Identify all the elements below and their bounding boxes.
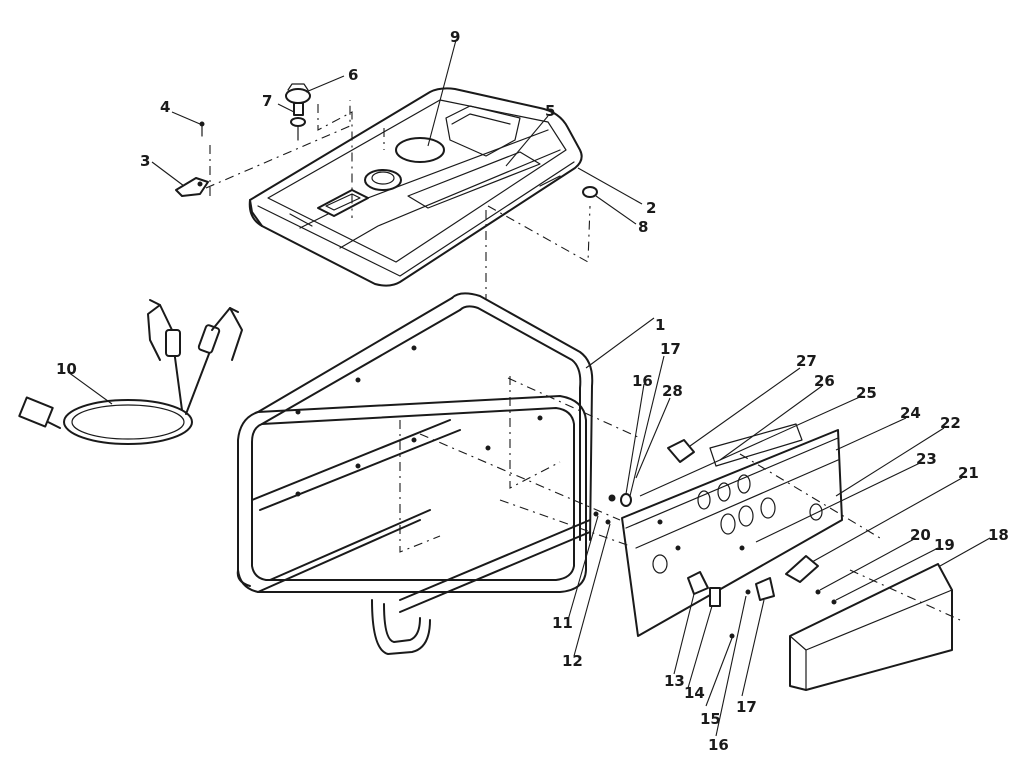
fuel-valve-knob bbox=[285, 83, 311, 141]
callout-12: 12 bbox=[562, 652, 583, 670]
callout-19: 19 bbox=[934, 536, 955, 554]
callout-leaders bbox=[67, 39, 991, 737]
callout-26: 26 bbox=[814, 372, 835, 390]
callout-21: 21 bbox=[958, 464, 979, 482]
fuel-tank bbox=[248, 87, 583, 287]
cap-knob bbox=[582, 186, 598, 198]
control-panel bbox=[621, 423, 843, 637]
callout-23: 23 bbox=[916, 450, 937, 468]
callout-1: 1 bbox=[655, 316, 665, 334]
bracket-part bbox=[175, 121, 209, 197]
callout-11: 11 bbox=[552, 614, 573, 632]
callout-27: 27 bbox=[796, 352, 817, 370]
battery bbox=[789, 563, 953, 691]
callout-25: 25 bbox=[856, 384, 877, 402]
callout-17-bottom: 17 bbox=[736, 698, 757, 716]
callout-13: 13 bbox=[664, 672, 685, 690]
callout-5: 5 bbox=[545, 102, 555, 120]
callout-17-top: 17 bbox=[660, 340, 681, 358]
callout-2: 2 bbox=[646, 199, 656, 217]
tubular-frame bbox=[236, 292, 594, 655]
callout-15: 15 bbox=[700, 710, 721, 728]
callout-22: 22 bbox=[940, 414, 961, 432]
callout-24: 24 bbox=[900, 404, 921, 422]
callout-6: 6 bbox=[348, 66, 358, 84]
callout-3: 3 bbox=[140, 152, 150, 170]
callout-10: 10 bbox=[56, 360, 77, 378]
assembly-center-lines bbox=[205, 100, 961, 621]
callout-28: 28 bbox=[662, 382, 683, 400]
callout-9: 9 bbox=[450, 28, 460, 46]
callout-14: 14 bbox=[684, 684, 705, 702]
battery-charge-cable bbox=[18, 299, 243, 445]
callout-16-bottom: 16 bbox=[708, 736, 729, 754]
panel-hardware bbox=[593, 439, 837, 639]
callout-4: 4 bbox=[160, 98, 170, 116]
callout-8: 8 bbox=[638, 218, 648, 236]
callout-7: 7 bbox=[262, 92, 272, 110]
callout-16-left: 16 bbox=[632, 372, 653, 390]
callout-18: 18 bbox=[988, 526, 1009, 544]
callout-labels: 1 2 3 4 5 6 7 8 9 10 11 12 13 14 15 16 1… bbox=[56, 28, 1009, 754]
callout-20: 20 bbox=[910, 526, 931, 544]
